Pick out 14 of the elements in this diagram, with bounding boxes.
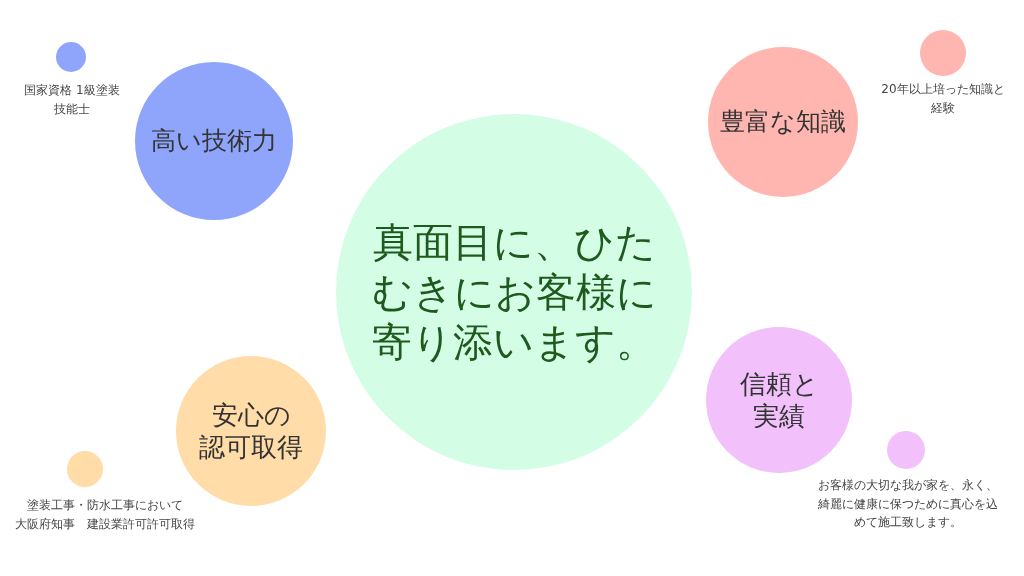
feature-title: 高い技術力 — [150, 125, 278, 157]
circle-dot — [56, 42, 86, 72]
circle-dot — [920, 30, 966, 76]
caption-text: 20年以上培った知識と経験 — [880, 81, 1006, 117]
caption-text: 塗装工事・防水工事において — [26, 497, 184, 514]
feature-title: 豊富な知識 — [719, 106, 847, 138]
circle-dot — [67, 451, 103, 487]
caption-text: 大阪府知事 建設業許可許可取得 — [14, 516, 196, 533]
feature-title: 安心の認可取得 — [198, 398, 304, 464]
feature-title: 信頼と実績 — [738, 367, 820, 433]
slogan-text: 真面目に、ひたむきにお客様に寄り添います。 — [370, 218, 658, 367]
caption-text: お客様の大切な我が家を、永く、綺麗に健康に保つために真心を込めて施工致します。 — [818, 477, 998, 532]
caption-text: 国家資格 1級塗装技能士 — [24, 82, 120, 118]
circle-dot — [887, 431, 925, 469]
